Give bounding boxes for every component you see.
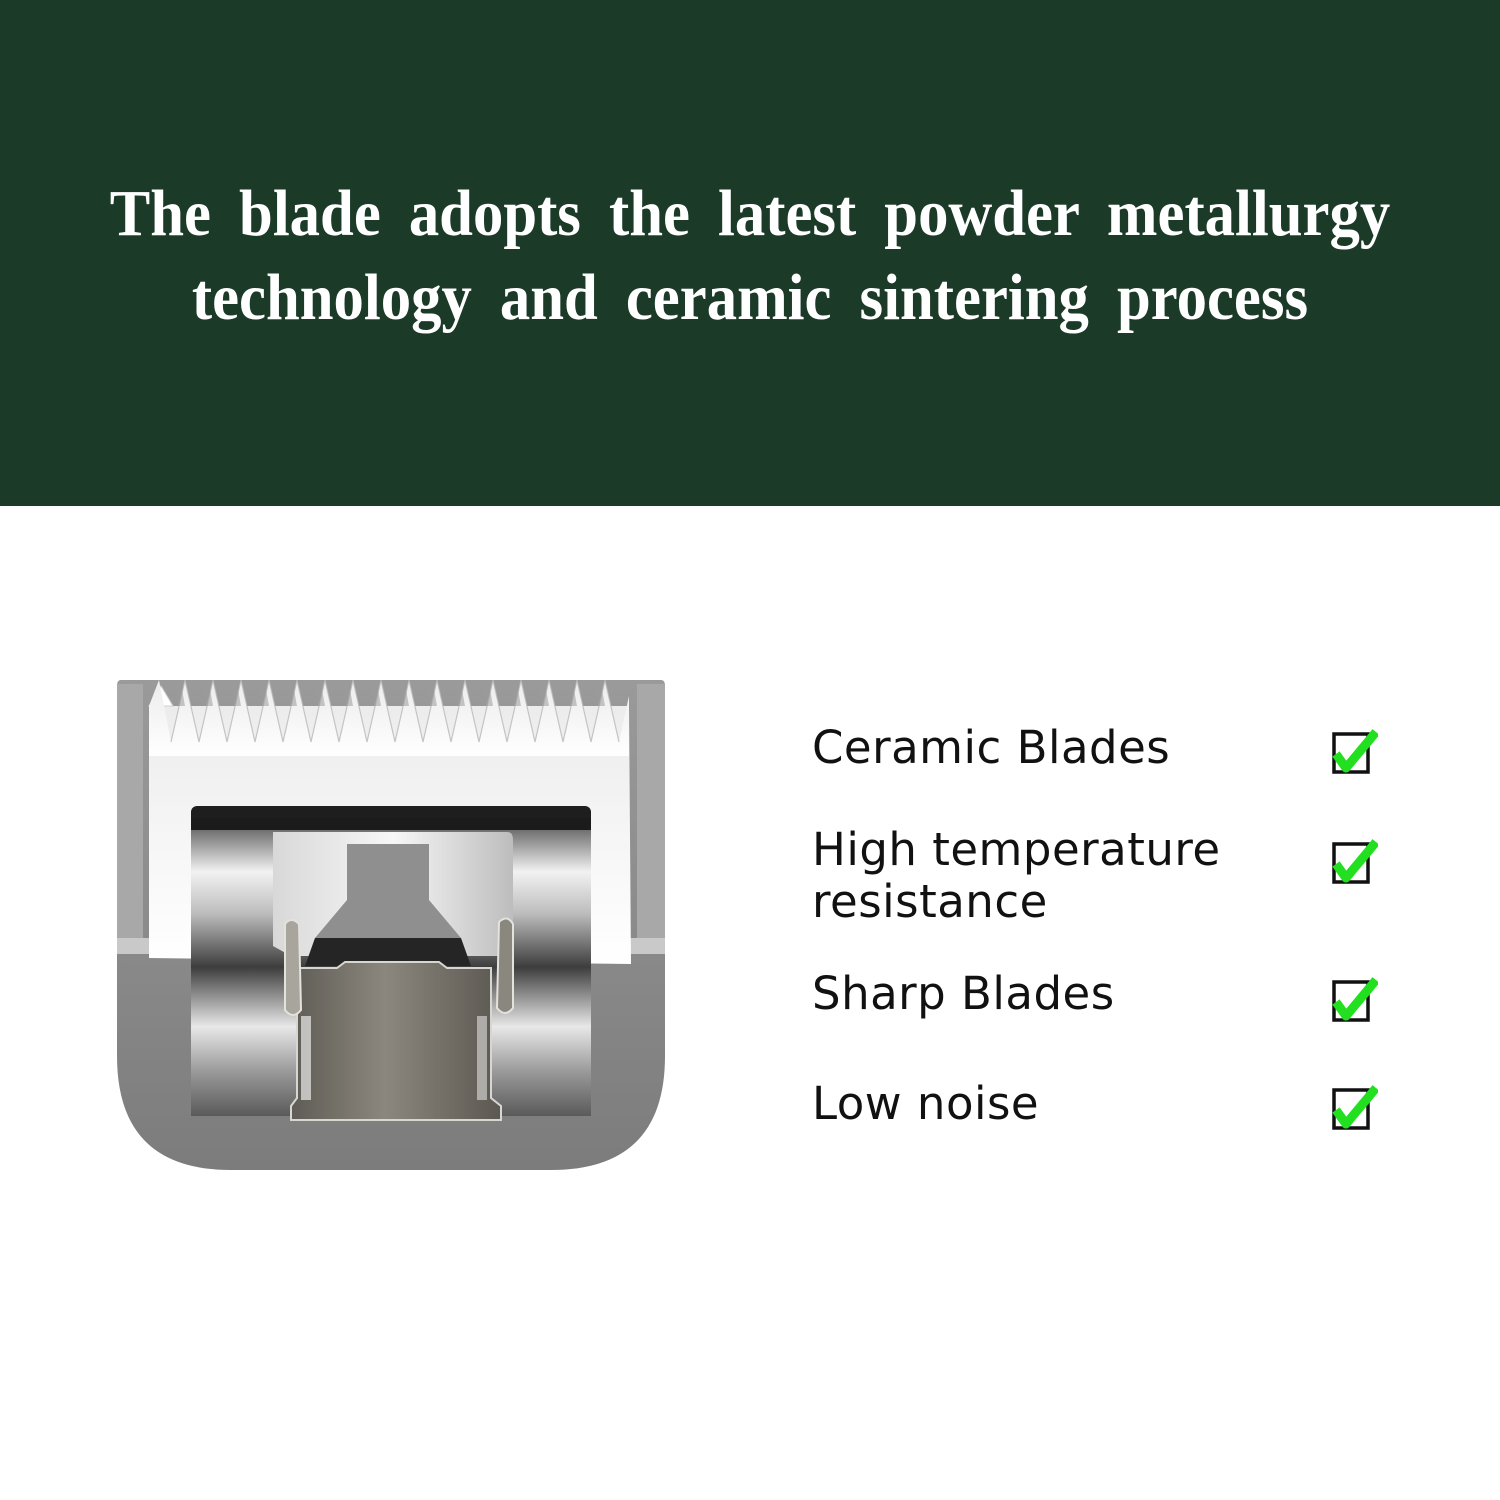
header-banner: The blade adopts the latest powder metal… (0, 0, 1500, 506)
feature-label: Ceramic Blades (812, 721, 1171, 774)
feature-label: Sharp Blades (812, 967, 1115, 1020)
checkmark-box-icon (1332, 977, 1378, 1022)
checkmark-box-icon (1332, 1085, 1378, 1130)
checkmark-box-icon (1332, 839, 1378, 884)
headline-line-2: technology and ceramic sintering process (191, 261, 1309, 334)
feature-label: Low noise (812, 1077, 1040, 1130)
checkmark-box-icon (1332, 729, 1378, 774)
feature-label: High temperature resistance (812, 823, 1221, 928)
headline-line-1: The blade adopts the latest powder metal… (109, 177, 1391, 250)
headline: The blade adopts the latest powder metal… (60, 172, 1440, 340)
product-image-blade (115, 676, 667, 1174)
